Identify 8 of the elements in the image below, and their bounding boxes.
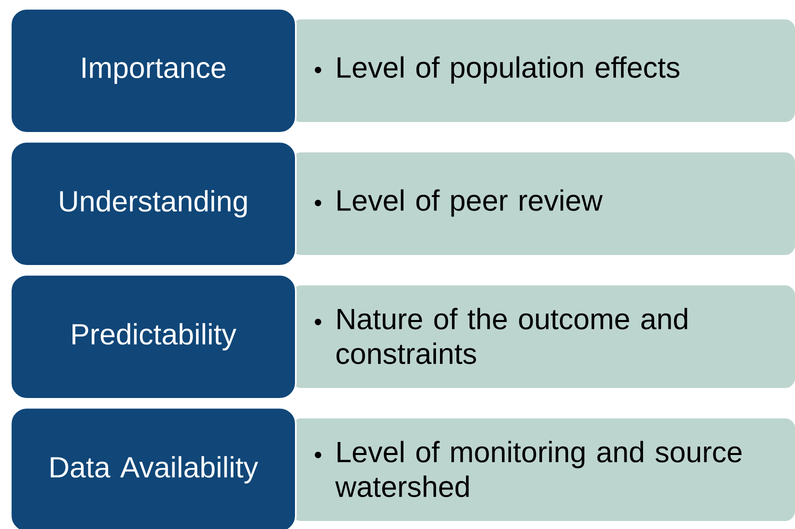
- category-box: Understanding: [10, 141, 297, 267]
- category-box: Importance: [10, 8, 297, 134]
- description-box: Level of peer review: [290, 151, 795, 256]
- description-box: Nature of the outcome and constraints: [290, 284, 795, 390]
- category-box: Data Availability: [10, 407, 297, 529]
- category-box: Predictability: [10, 274, 297, 400]
- description-box: Level of monitoring and source watershed: [290, 417, 795, 522]
- description-box: Level of population effects: [290, 18, 795, 124]
